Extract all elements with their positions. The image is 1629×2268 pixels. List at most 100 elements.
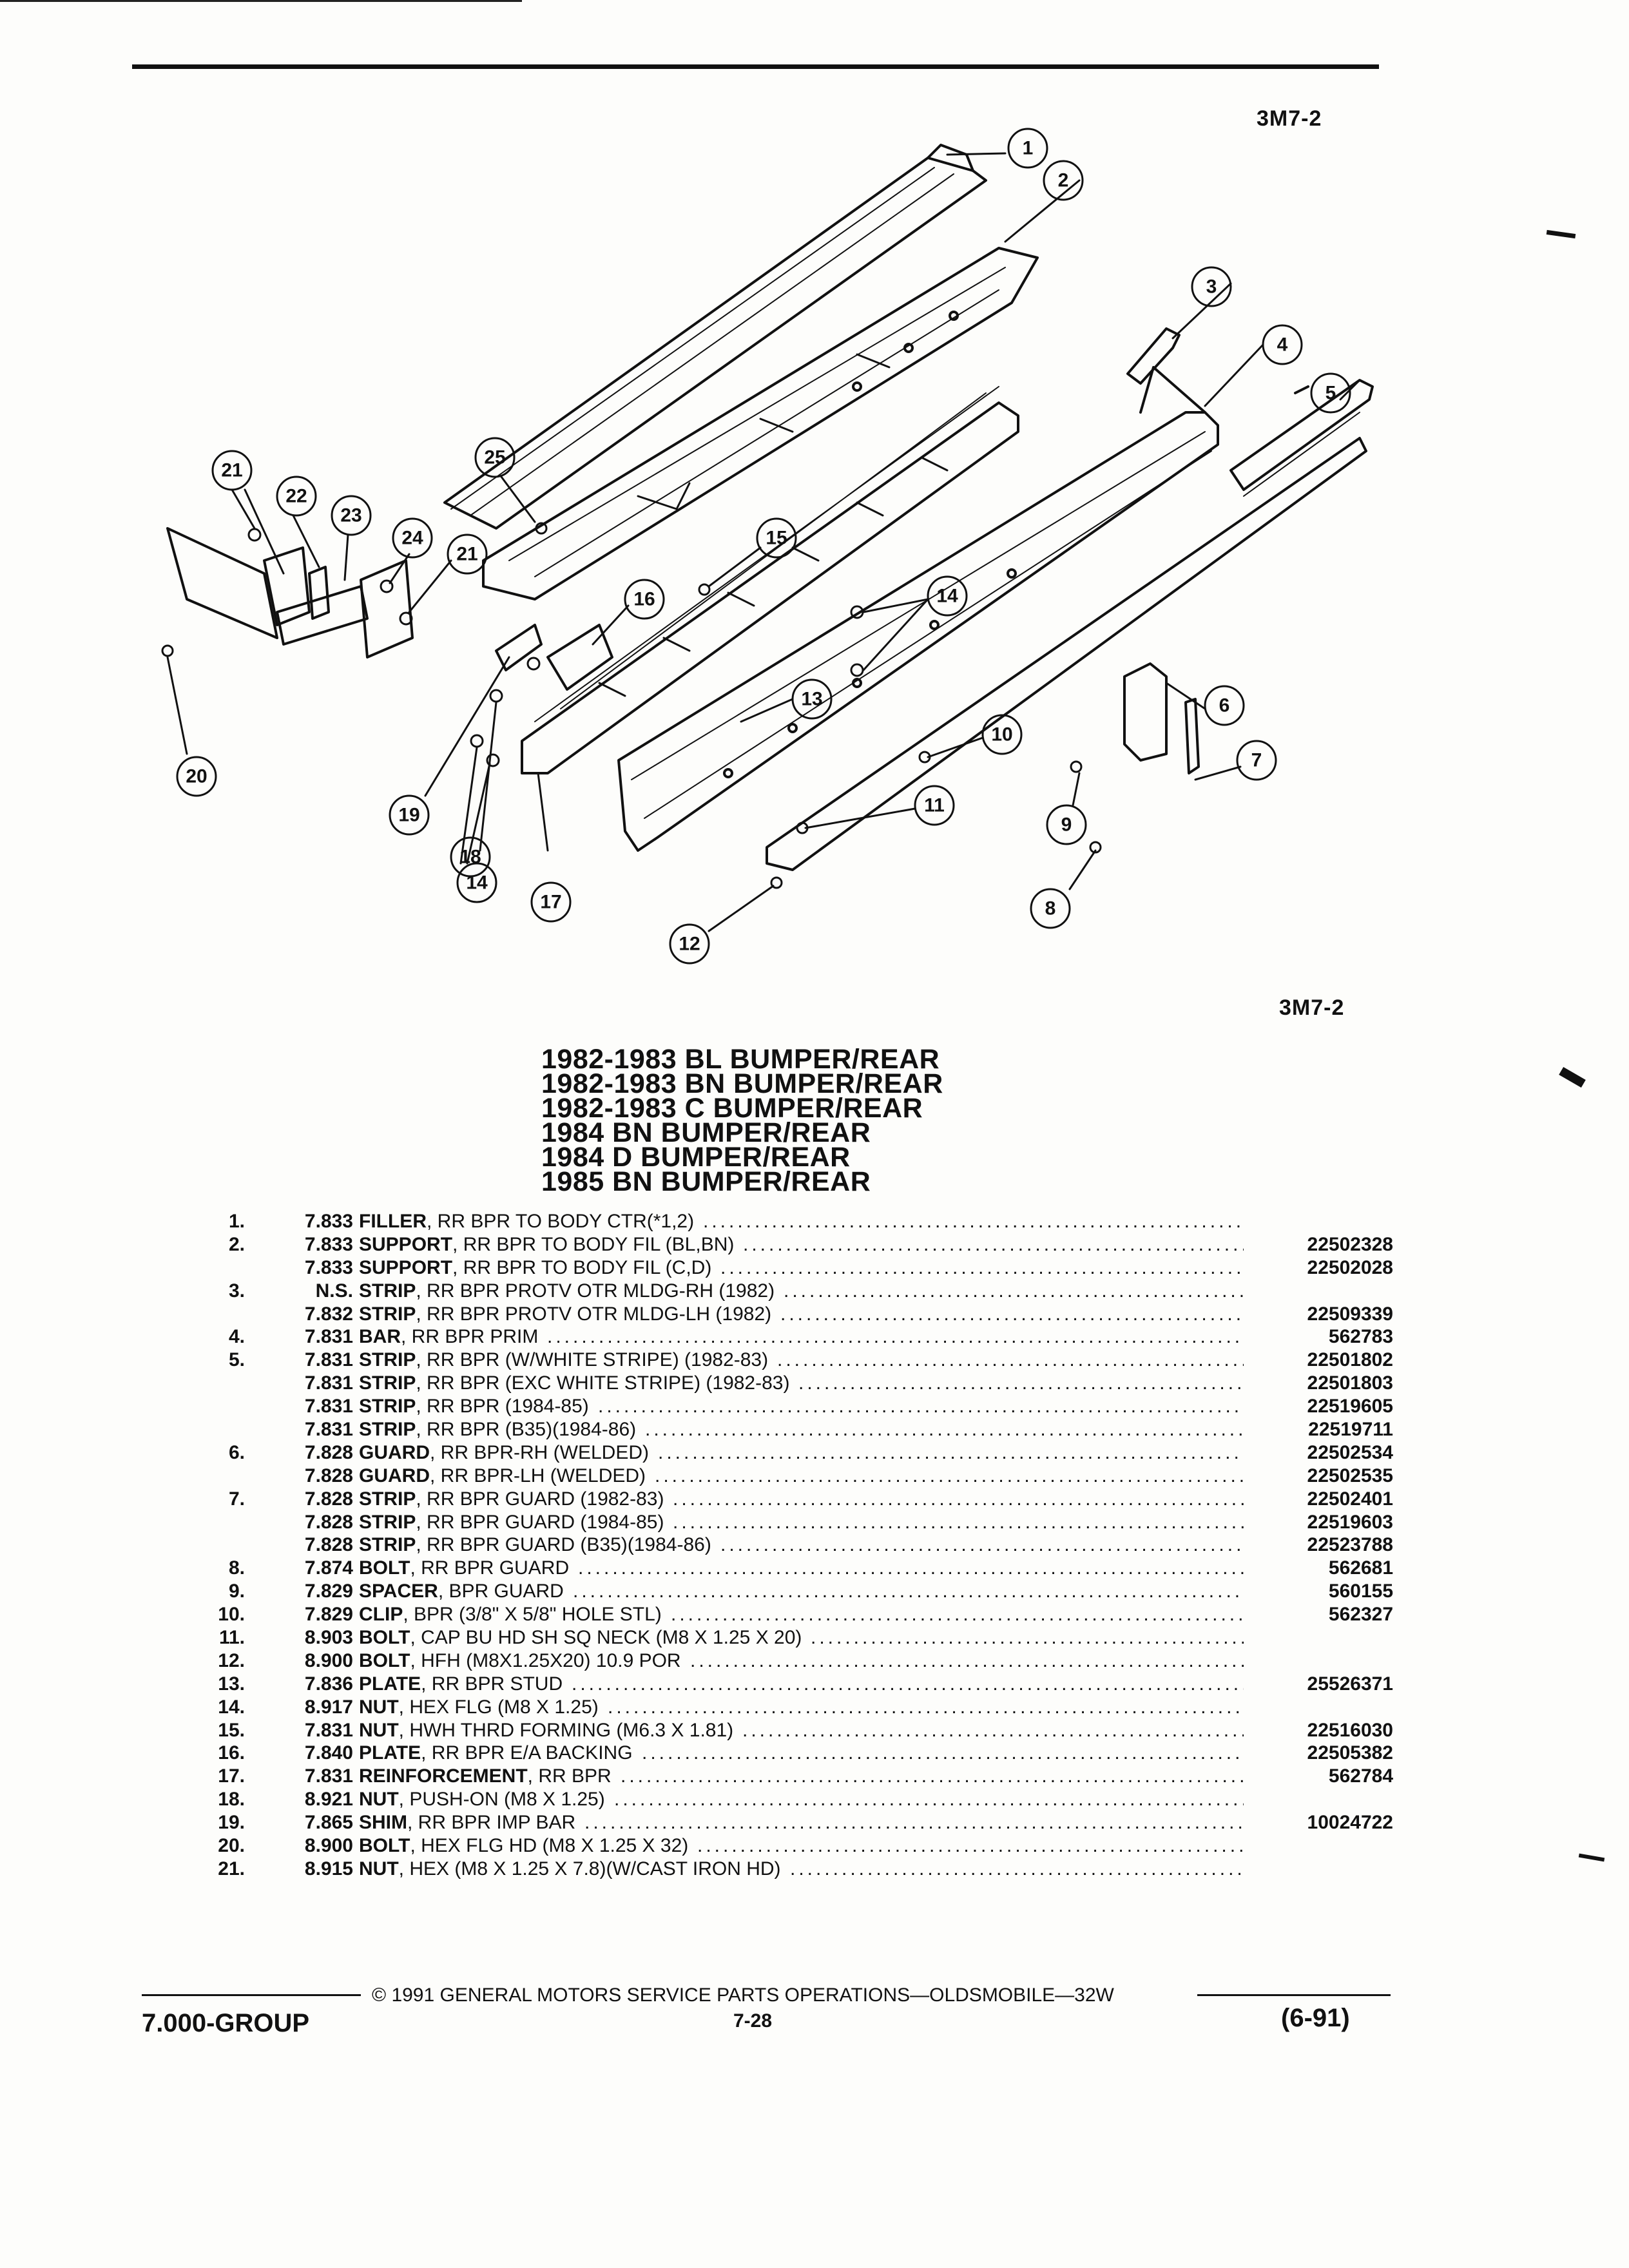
part-detail: , BPR GUARD xyxy=(438,1581,564,1602)
part-detail: , RR BPR (EXC WHITE STRIPE) (1982-83) xyxy=(416,1372,790,1394)
group-number: 8.915 xyxy=(304,1858,353,1879)
group-number: 7.831 xyxy=(304,1765,353,1787)
part-name: NUT xyxy=(359,1789,399,1811)
part-energy-absorber xyxy=(276,559,414,658)
part-detail: , RR BPR xyxy=(527,1765,612,1787)
part-number: 22502328 xyxy=(1307,1233,1393,1255)
scan-mark xyxy=(1546,229,1576,239)
leader-dots: ........................................… xyxy=(720,1534,1244,1556)
item-number: 7. xyxy=(228,1488,245,1510)
group-number: 7.828 xyxy=(304,1441,353,1463)
callout-24: 24 xyxy=(401,528,423,549)
part-name: FILLER xyxy=(359,1211,427,1232)
callout-11: 11 xyxy=(924,795,945,816)
part-name: NUT xyxy=(359,1696,399,1718)
callout-17: 17 xyxy=(540,892,561,913)
callout-4: 4 xyxy=(1277,334,1288,356)
item-number: 18. xyxy=(218,1789,245,1811)
leader-dots: ........................................… xyxy=(598,1396,1244,1418)
group-number: 7.840 xyxy=(304,1742,353,1764)
leader-dots: ........................................… xyxy=(547,1326,1244,1348)
callout-1: 1 xyxy=(1023,138,1034,159)
part-name: NUT xyxy=(359,1719,399,1741)
part-description: STRIP, RR BPR PROTV OTR MLDG-LH (1982) xyxy=(359,1303,771,1326)
leader-dots: ........................................… xyxy=(777,1349,1244,1371)
part-description: NUT, HWH THRD FORMING (M6.3 X 1.81) xyxy=(359,1719,733,1742)
callout-25: 25 xyxy=(484,447,505,468)
part-name: BOLT xyxy=(359,1835,410,1857)
leader-dots: ........................................… xyxy=(608,1696,1244,1718)
part-detail: , HFH (M8X1.25X20) 10.9 POR xyxy=(410,1649,681,1671)
part-number: 22519711 xyxy=(1308,1419,1393,1441)
leader-dots: ........................................… xyxy=(655,1465,1244,1486)
part-description: BOLT, CAP BU HD SH SQ NECK (M8 X 1.25 X … xyxy=(359,1626,802,1649)
part-number: 22502401 xyxy=(1307,1488,1393,1510)
leader-dots: ........................................… xyxy=(811,1627,1244,1649)
part-name: BOLT xyxy=(359,1649,410,1671)
group-number: 7.833 xyxy=(304,1256,353,1278)
part-description: PLATE, RR BPR E/A BACKING xyxy=(359,1742,633,1765)
group-number: 7.865 xyxy=(304,1812,353,1834)
part-detail: , RR BPR PROTV OTR MLDG-LH (1982) xyxy=(416,1303,772,1325)
part-description: NUT, HEX FLG (M8 X 1.25) xyxy=(359,1696,599,1719)
part-detail: , RR BPR GUARD (B35)(1984-86) xyxy=(416,1534,711,1556)
part-name: BOLT xyxy=(359,1627,410,1649)
callout-20: 20 xyxy=(186,766,207,787)
group-number: 7.833 xyxy=(304,1233,353,1255)
footer-rule-right xyxy=(1197,1994,1391,1996)
leader-dots: ........................................… xyxy=(642,1742,1244,1764)
header-rule xyxy=(132,64,1379,69)
leader-dots: ........................................… xyxy=(690,1649,1244,1671)
part-name: SUPPORT xyxy=(359,1256,453,1278)
part-description: STRIP, RR BPR (W/WHITE STRIPE) (1982-83) xyxy=(359,1349,768,1372)
part-description: BAR, RR BPR PRIM xyxy=(359,1325,538,1349)
part-number: 22502028 xyxy=(1307,1256,1393,1278)
part-name: PLATE xyxy=(359,1742,421,1764)
part-number: 562783 xyxy=(1328,1326,1393,1348)
part-detail: , RR BPR (W/WHITE STRIPE) (1982-83) xyxy=(416,1349,769,1371)
part-number: 560155 xyxy=(1328,1581,1393,1602)
part-number: 22523788 xyxy=(1307,1534,1393,1556)
part-name: BAR xyxy=(359,1326,401,1348)
callout-18: 18 xyxy=(459,847,481,868)
part-description: STRIP, RR BPR (B35)(1984-86) xyxy=(359,1418,636,1441)
item-number: 16. xyxy=(218,1742,245,1764)
leader-dots: ........................................… xyxy=(780,1303,1244,1325)
part-description: BOLT, HFH (M8X1.25X20) 10.9 POR xyxy=(359,1649,681,1673)
item-number: 17. xyxy=(218,1765,245,1787)
part-detail: , RR BPR TO BODY FIL (C,D) xyxy=(452,1256,712,1278)
leader-dots: ........................................… xyxy=(697,1835,1244,1857)
item-number: 19. xyxy=(218,1812,245,1834)
leader-dots: ........................................… xyxy=(671,1604,1244,1626)
callout-8: 8 xyxy=(1045,898,1056,919)
part-shim xyxy=(495,624,543,671)
callout-22: 22 xyxy=(285,486,307,507)
callout-14: 14 xyxy=(936,586,958,607)
leader-dots: ........................................… xyxy=(573,1581,1244,1602)
part-strip-5 xyxy=(1229,379,1374,497)
part-name: STRIP xyxy=(359,1372,416,1394)
figure-code-mid: 3M7-2 xyxy=(1279,995,1345,1020)
part-description: SUPPORT, RR BPR TO BODY FIL (C,D) xyxy=(359,1256,711,1280)
part-detail: , RR BPR (1984-85) xyxy=(416,1396,589,1418)
part-description: STRIP, RR BPR GUARD (1982-83) xyxy=(359,1488,664,1511)
part-number: 22501803 xyxy=(1307,1372,1393,1394)
copyright-notice: © 1991 GENERAL MOTORS SERVICE PARTS OPER… xyxy=(372,1984,1114,2006)
part-detail: , RR BPR (B35)(1984-86) xyxy=(416,1419,637,1441)
item-number: 3. xyxy=(228,1280,245,1302)
callout-2: 2 xyxy=(1058,170,1069,191)
part-number: 22502535 xyxy=(1307,1465,1393,1486)
part-name: GUARD xyxy=(359,1465,430,1486)
part-name: SUPPORT xyxy=(359,1233,453,1255)
part-description: STRIP, RR BPR GUARD (B35)(1984-86) xyxy=(359,1533,711,1557)
title-line: 1984 BN BUMPER/REAR xyxy=(541,1117,871,1148)
figure-code-top: 3M7-2 xyxy=(1257,106,1322,131)
